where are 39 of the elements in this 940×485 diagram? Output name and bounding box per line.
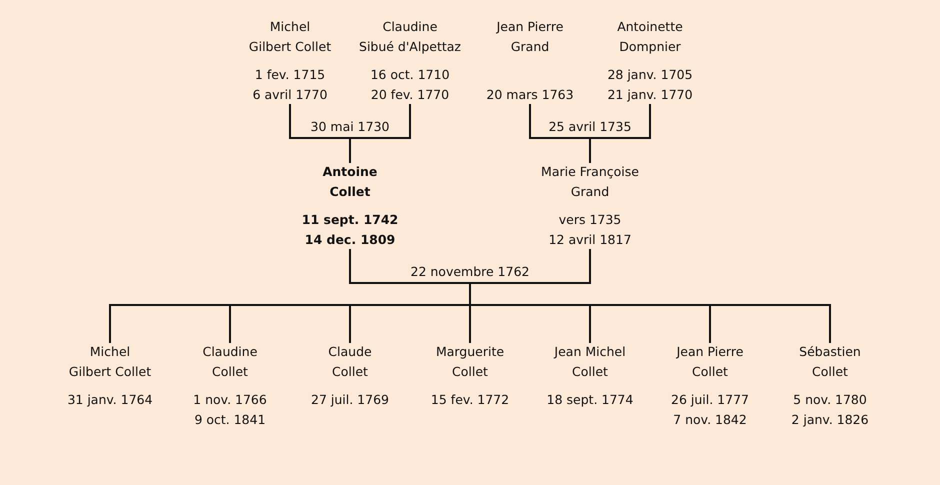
date-text: 15 fev. 1772 [430, 391, 510, 409]
person-name: Jean Michel Collet [552, 343, 627, 381]
connector-line [529, 104, 651, 163]
person-name: Jean Pierre Collet [675, 343, 744, 381]
person-name: Michel Gilbert Collet [248, 18, 332, 56]
date-text: 31 janv. 1764 [67, 391, 153, 409]
date-text: 11 sept. 1742 [302, 211, 398, 229]
person-name: Claudine Sibué d'Alpettaz [359, 18, 461, 56]
date-text: 16 oct. 1710 [369, 66, 451, 84]
person-name: Claudine Collet [202, 343, 258, 381]
person-name: Antoine Collet [322, 163, 378, 201]
person-name: Antoinette Dompnier [616, 18, 684, 56]
connector-line [289, 104, 411, 163]
date-text: 1 fev. 1715 [254, 66, 326, 84]
person-name: Claude Collet [327, 343, 373, 381]
date-text: 2 janv. 1826 [791, 411, 869, 429]
person-name: Jean Pierre Grand [495, 18, 564, 56]
connector-line [349, 304, 471, 343]
date-text: 27 juil. 1769 [311, 391, 389, 409]
person-name: Sébastien Collet [798, 343, 862, 381]
date-text: 9 oct. 1841 [193, 411, 267, 429]
date-text: 12 avril 1817 [548, 231, 632, 249]
person-name: Marie Françoise Grand [541, 163, 639, 201]
date-text: 21 janv. 1770 [607, 86, 693, 104]
connector-line [469, 304, 471, 343]
person-name: Marguerite Collet [434, 343, 506, 381]
date-text: 6 avril 1770 [252, 86, 328, 104]
date-text: 28 janv. 1705 [607, 66, 693, 84]
date-text: 26 juil. 1777 [671, 391, 749, 409]
date-text: 20 fev. 1770 [370, 86, 450, 104]
date-text: vers 1735 [558, 211, 622, 229]
connector-line [349, 249, 591, 306]
date-text: 14 dec. 1809 [304, 231, 396, 249]
date-text: 7 nov. 1842 [672, 411, 748, 429]
person-name: Michel Gilbert Collet [68, 343, 152, 381]
date-text: 5 nov. 1780 [792, 391, 868, 409]
date-text: 18 sept. 1774 [546, 391, 634, 409]
date-text: 20 mars 1763 [486, 86, 574, 104]
date-text: 1 nov. 1766 [193, 391, 267, 409]
